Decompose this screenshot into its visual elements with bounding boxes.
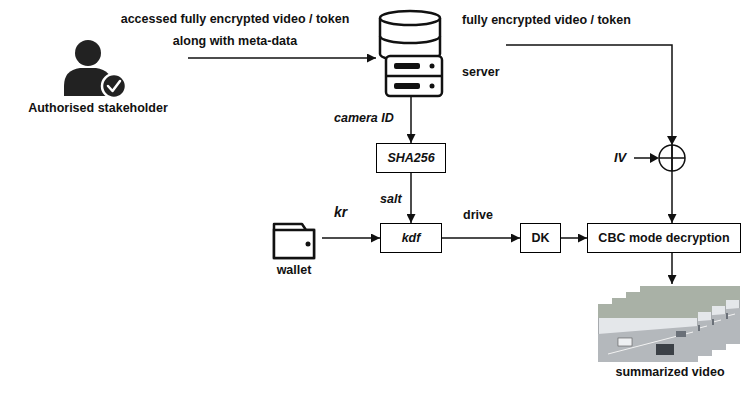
input-label: IV xyxy=(614,150,626,166)
node-text: DK xyxy=(531,230,549,246)
node-text: CBC mode decryption xyxy=(598,230,729,246)
connector-arrow xyxy=(442,237,520,239)
database-server: server xyxy=(376,8,506,96)
connector-arrow xyxy=(410,173,412,223)
node-text: wallet xyxy=(266,262,322,278)
node-text: server xyxy=(462,64,500,80)
edge-label: salt xyxy=(380,191,402,207)
node-text: kdf xyxy=(391,230,431,246)
connector-arrow xyxy=(322,237,380,239)
database-server-icon xyxy=(380,11,442,96)
wallet-icon xyxy=(274,224,314,258)
stakeholder-icon: Authorised stakeholder xyxy=(8,36,188,118)
connector-arrow xyxy=(671,253,673,284)
process-box: DK xyxy=(520,223,561,253)
node-text: summarized video xyxy=(594,364,746,380)
edge-label: drive xyxy=(463,207,493,223)
wallet-icon: wallet xyxy=(266,214,322,280)
connector-arrow xyxy=(506,45,672,223)
edge-label: accessed fully encrypted video / token a… xyxy=(110,8,360,52)
edge-label: camera ID xyxy=(334,110,394,126)
connector-arrow xyxy=(188,57,376,59)
video-output: summarized video xyxy=(594,284,746,384)
process-box: SHA256 xyxy=(376,143,446,173)
iv-arrow xyxy=(634,153,659,163)
process-box: CBC mode decryption xyxy=(587,223,741,253)
node-text: SHA256 xyxy=(387,150,434,166)
person-icon xyxy=(64,40,126,98)
edge-label: fully encrypted video / token xyxy=(462,12,631,28)
process-box: kdf xyxy=(380,223,442,253)
video-frames-picture xyxy=(598,286,740,362)
edge-label: kr xyxy=(334,204,347,220)
node-text: Authorised stakeholder xyxy=(8,100,188,116)
connector-arrow xyxy=(561,237,587,239)
connector-arrow xyxy=(410,96,412,143)
